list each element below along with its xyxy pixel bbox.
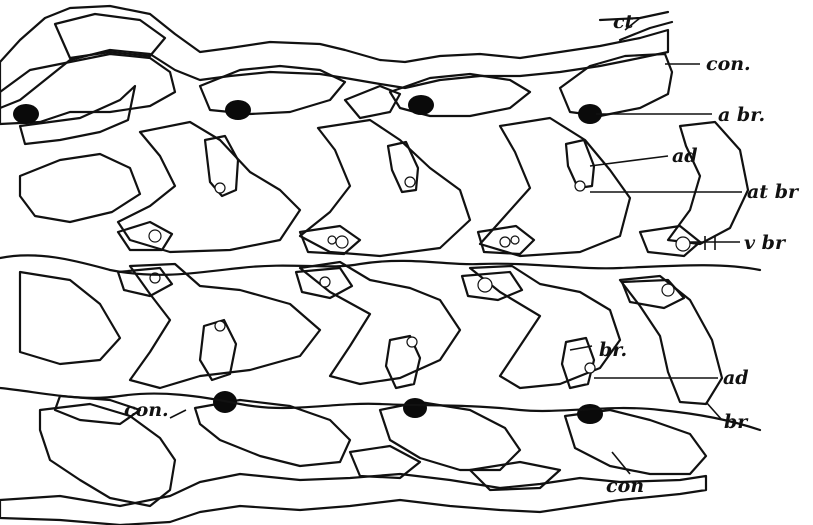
label-a-br: a br. [718, 104, 765, 126]
afferent-artery-2 [225, 100, 251, 120]
lower-gill-filaments [20, 262, 722, 404]
afferent-artery-7 [577, 404, 603, 424]
afferent-artery-1 [13, 104, 39, 124]
label-ad-top: ad [672, 145, 698, 167]
afferent-artery-3 [408, 95, 434, 115]
label-con-bottom: con [606, 475, 644, 497]
label-con-top: con. [706, 53, 751, 75]
label-br-right: br [724, 411, 749, 433]
interbranchial-outlines [0, 12, 760, 430]
label-ct: ct [613, 11, 634, 33]
label-con-left: con. [124, 399, 169, 421]
upper-gill-filaments [20, 118, 748, 256]
label-ad-bottom: ad [723, 367, 749, 389]
label-v-br: v br [744, 232, 787, 254]
labels: ct con. a br. ad at br v br br. ad br co… [124, 11, 800, 497]
label-at-br: at br [747, 181, 800, 203]
top-connective-band [0, 6, 672, 144]
afferent-artery-6 [403, 398, 427, 418]
label-br-mid: br. [599, 339, 627, 361]
